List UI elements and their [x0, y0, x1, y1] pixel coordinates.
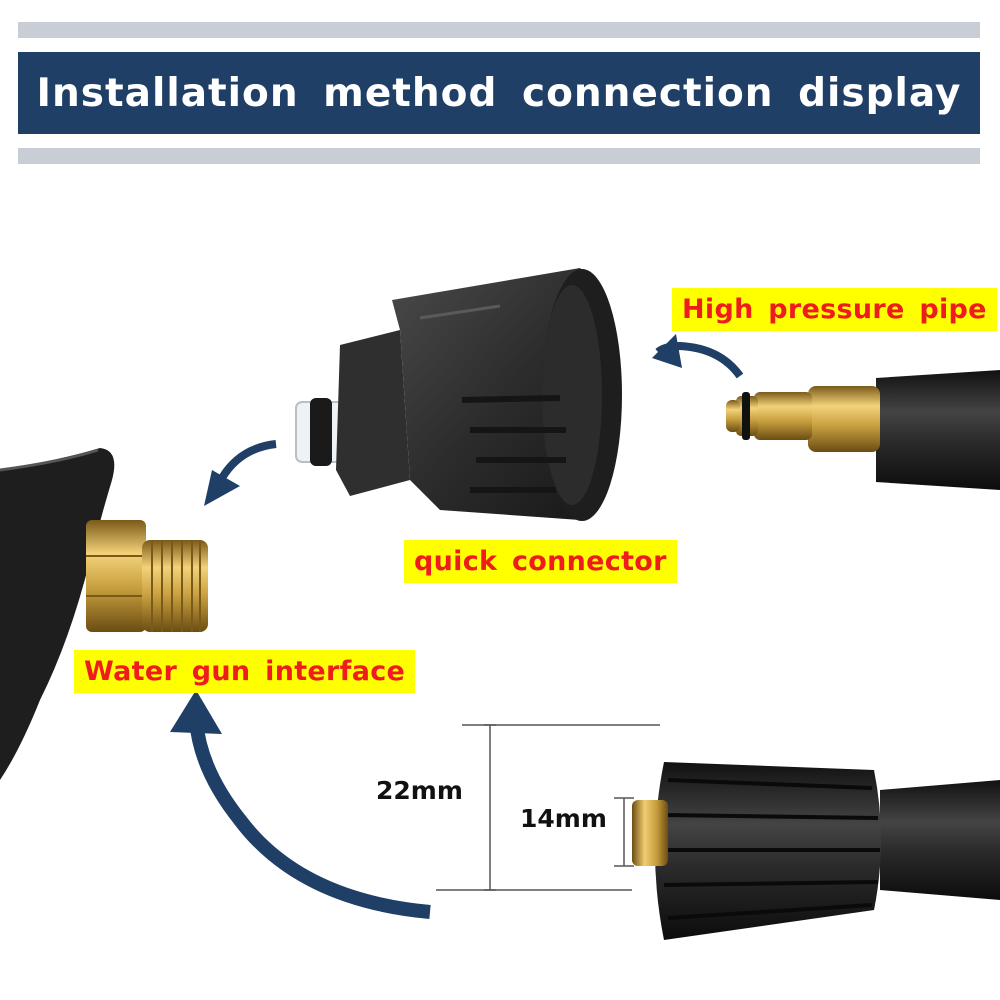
high-pressure-pipe: [726, 370, 1000, 490]
dimension-lines: [436, 724, 660, 891]
page-title: Installation method connection display: [36, 70, 962, 116]
header-banner: Installation method connection display: [18, 52, 980, 134]
arrow-hose-to-gun: [170, 690, 431, 919]
arrow-connector-to-gun: [204, 440, 277, 506]
high-pressure-pipe-label: High pressure pipe: [672, 288, 997, 331]
inner-diameter-label: 14mm: [520, 804, 607, 833]
hose-connector-nut: [632, 762, 1000, 940]
quick-connector-label: quick connector: [404, 540, 677, 583]
water-gun-interface-label: Water gun interface: [74, 650, 416, 693]
water-gun-handle: [0, 448, 115, 780]
quick-connector: [295, 268, 622, 521]
bottom-stripe: [18, 148, 980, 164]
top-stripe: [18, 22, 980, 38]
outer-diameter-label: 22mm: [376, 776, 463, 805]
water-gun-interface-fitting: [86, 520, 208, 632]
arrow-pipe-to-connector: [652, 334, 744, 379]
